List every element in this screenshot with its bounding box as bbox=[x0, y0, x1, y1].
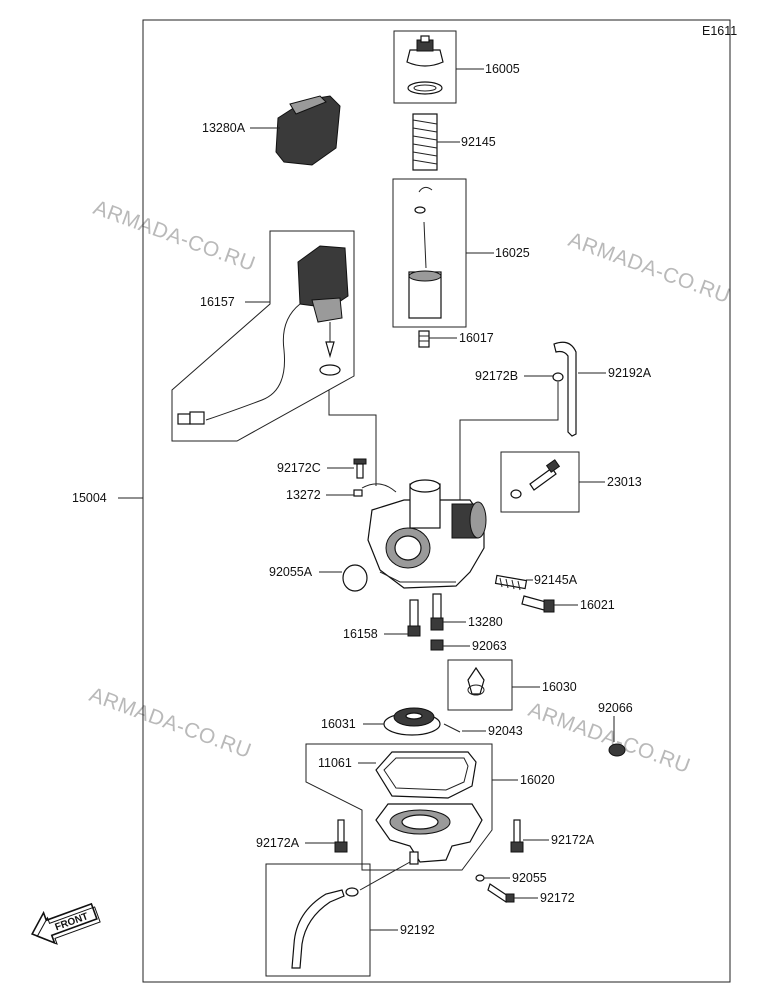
part-13280A-cover bbox=[275, 95, 341, 166]
box-92192 bbox=[265, 863, 371, 977]
part-13272-clamp bbox=[353, 483, 397, 497]
part-23013-screw-set bbox=[510, 459, 561, 499]
part-92145A-spring bbox=[494, 574, 528, 591]
box-16030 bbox=[447, 659, 513, 711]
part-16030-float-valve bbox=[467, 666, 485, 696]
label-92145A: 92145A bbox=[534, 573, 578, 587]
label-92192: 92192 bbox=[400, 923, 435, 937]
part-92172B-clip bbox=[552, 372, 564, 382]
label-92043: 92043 bbox=[488, 724, 523, 738]
label-92172A-left: 92172A bbox=[256, 836, 300, 850]
label-13280A: 13280A bbox=[202, 121, 246, 135]
label-11061: 11061 bbox=[318, 756, 352, 770]
part-16157-auto-choke bbox=[177, 245, 349, 425]
label-16005: 16005 bbox=[485, 62, 520, 76]
watermark-bottom-left: ARMADA-CO.RU bbox=[86, 683, 254, 763]
part-92066-cap bbox=[608, 743, 626, 757]
label-23013: 23013 bbox=[607, 475, 642, 489]
part-92172-screw bbox=[487, 883, 515, 903]
part-16025-needle-slide bbox=[408, 186, 442, 319]
box-16157 bbox=[171, 230, 355, 442]
watermark-top-left: ARMADA-CO.RU bbox=[90, 196, 258, 276]
part-92172A-screw-left bbox=[334, 819, 348, 853]
part-92063-plug bbox=[430, 639, 444, 651]
label-15004: 15004 bbox=[72, 491, 107, 505]
part-16021-screw bbox=[521, 595, 555, 613]
diagram-code: E1611 bbox=[702, 24, 737, 38]
label-92055: 92055 bbox=[512, 871, 547, 885]
part-92172C-screw bbox=[353, 458, 367, 479]
part-11061-gasket bbox=[375, 751, 477, 799]
label-16031: 16031 bbox=[321, 717, 356, 731]
label-92145: 92145 bbox=[461, 135, 496, 149]
part-92172A-screw-right bbox=[510, 819, 524, 853]
label-16158: 16158 bbox=[343, 627, 378, 641]
label-16021: 16021 bbox=[580, 598, 615, 612]
part-92055-o-ring bbox=[475, 874, 485, 882]
box-16020 bbox=[305, 743, 493, 871]
label-92172C: 92172C bbox=[277, 461, 321, 475]
label-92066: 92066 bbox=[598, 701, 633, 715]
label-16025: 16025 bbox=[495, 246, 530, 260]
front-arrow-icon: FRONT bbox=[30, 902, 101, 945]
main-frame bbox=[142, 19, 731, 983]
part-92055A-o-ring bbox=[342, 564, 368, 592]
label-92172B: 92172B bbox=[475, 369, 518, 383]
label-16030: 16030 bbox=[542, 680, 577, 694]
part-16020-float-chamber bbox=[375, 803, 483, 865]
label-13280: 13280 bbox=[468, 615, 503, 629]
part-15004-carburetor-body bbox=[367, 479, 487, 589]
label-92172A-right: 92172A bbox=[551, 833, 595, 847]
part-92192A-tube bbox=[553, 341, 577, 437]
label-16157: 16157 bbox=[200, 295, 235, 309]
label-16017: 16017 bbox=[459, 331, 494, 345]
label-92055A: 92055A bbox=[269, 565, 313, 579]
part-16017-jet bbox=[418, 330, 430, 348]
watermark-top-right: ARMADA-CO.RU bbox=[565, 228, 733, 308]
part-92145-spring bbox=[412, 113, 438, 171]
label-92063: 92063 bbox=[472, 639, 507, 653]
part-16005-cap bbox=[406, 35, 444, 95]
part-13280-main-jet bbox=[430, 593, 444, 631]
part-16031-float bbox=[383, 707, 441, 736]
box-16005 bbox=[393, 30, 457, 104]
label-92192A: 92192A bbox=[608, 366, 652, 380]
label-92172: 92172 bbox=[540, 891, 575, 905]
part-92043-pin bbox=[443, 723, 461, 733]
part-16158-jet bbox=[407, 599, 421, 637]
label-16020: 16020 bbox=[520, 773, 555, 787]
part-92192-tube bbox=[291, 887, 359, 969]
label-13272: 13272 bbox=[286, 488, 321, 502]
